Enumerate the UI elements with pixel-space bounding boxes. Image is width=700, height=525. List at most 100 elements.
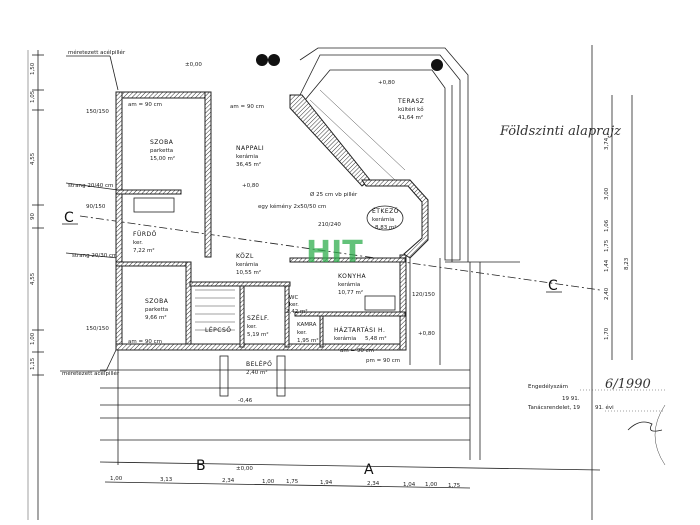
room-name: KONYHA [338,273,366,280]
room-area: 5,48 m² [365,335,387,342]
room-area: 2,42 m² [286,308,308,315]
level-mark: +0,80 [418,331,435,337]
door-note: pm = 90 cm [366,358,400,364]
dim-label: 1,75 [286,479,299,485]
room-floor: ker. [297,330,307,336]
signature [627,421,663,432]
room-wc: WC ker. 2,42 m² [286,295,308,315]
dim-label: 1,00 [30,332,36,345]
terrace: TERASZ kültéri kő 41,64 m² +0,80 [256,47,469,262]
room-area: 1,95 m² [297,337,319,344]
room-name: WC [289,295,298,301]
room-floor: kerámia [372,216,394,223]
dim-label: 1,15 [30,357,36,370]
stamp-seal-edge [654,404,666,466]
dim-label: 1,50 [30,62,36,75]
front-steps [99,350,601,471]
room-floor: kerámia [236,153,258,160]
room-area: 7,22 m² [133,247,155,254]
room-floor: kültéri kő [398,106,424,113]
dim-label: 1,00 [262,479,275,485]
room-floor: ker. [133,240,143,246]
dim-label: 2,40 [604,287,610,300]
dim-label: 1,04 [403,482,416,488]
level-mark: -0,46 [238,398,253,404]
pillar-note: méretezett acélpillér [62,370,120,377]
opening-label: 90/150 [86,204,106,210]
dim-label: 2,34 [367,481,380,487]
dim-label: 1,00 [110,476,123,482]
dim-label: 1,00 [425,482,438,488]
room-name: BELÉPŐ [246,360,272,368]
room-area: 2,40 m² [246,369,268,376]
dim-label: 1,75 [604,239,610,252]
dim-label: 3,13 [160,477,173,483]
room-szoba-2: SZOBA parketta 9,66 m² am = 90 cm [128,298,168,345]
dim-label: 8,23 [624,257,630,270]
room-floor: kerámia [236,261,258,268]
room-floor: kerámia [334,335,356,342]
room-szelfogo: SZÉLF. ker. 5,19 m² [247,314,269,338]
opening-label: 150/150 [86,109,109,115]
room-name: SZÉLF. [247,314,269,322]
stamp-year: 19 91. [562,396,580,402]
room-floor: ker. [289,302,299,308]
section-mark-c: C [548,278,558,294]
section-mark-c: C [64,210,74,226]
room-nappali: NAPPALI kerámia 36,45 m² +0,80 am = 90 c… [185,62,358,228]
left-dimension-chain: 1,50 1,05 4,55 90 4,55 1,00 1,15 [27,50,44,520]
room-area: 41,64 m² [398,114,423,121]
room-name: KAMRA [297,322,317,328]
pillar-note: Ø 25 cm vb pillér [310,191,358,198]
stamp-label: Engedélyszám [528,383,568,390]
dim-label: 4,55 [30,272,36,285]
room-belepo: BELÉPŐ 2,40 m² -0,46 [219,355,286,404]
door-note: am = 90 cm [128,339,162,345]
room-area: 36,45 m² [236,161,261,168]
level-mark: ±0,00 [236,466,253,472]
room-area: 8,83 m² [375,224,397,231]
level-mark: +0,80 [378,80,395,86]
dim-label: 1,05 [30,90,36,103]
room-haztartasi: HÁZTARTÁSI H. kerámia 5,48 m² am = 90 cm… [334,327,435,364]
room-szoba-1: SZOBA parketta 15,00 m² am = 90 cm [128,102,175,162]
room-kamra: KAMRA ker. 1,95 m² [297,322,319,344]
room-konyha: KONYHA kerámia 10,77 m² 120/150 [338,273,435,311]
room-floor: kerámia [338,281,360,288]
section-mark-a: A [364,462,374,478]
room-area: 9,66 m² [145,314,167,321]
opening-label: 120/150 [412,292,435,298]
room-area: 15,00 m² [150,155,175,162]
pillar-note: méretezett acélpillér [68,49,126,56]
room-name: LÉPCSŐ [205,326,231,334]
dim-label: 1,70 [604,327,610,340]
bottom-dimension-chain: 1,00 3,13 2,34 1,00 1,75 1,94 2,34 1,04 … [104,476,471,489]
stamp-value: 91. évi [595,404,614,411]
opening-label: 150/150 [86,326,109,332]
room-name: NAPPALI [236,145,264,152]
room-kozl: KÖZL kerámia 10,55 m² [236,253,261,276]
section-mark-b: B [196,458,206,474]
room-name: SZOBA [150,139,174,146]
level-mark: ±0,00 [185,62,202,68]
room-name: KÖZL [236,253,254,260]
dim-label: 1,44 [604,259,610,272]
stamp-value: 6/1990 [605,377,651,392]
approval-stamp: Engedélyszám 6/1990 19 91. Tanácsrendele… [527,377,666,466]
door-note: am = 90 cm [340,348,374,354]
stamp-label: Tanácsrendelet, 19 [527,404,581,411]
dim-label: 3,00 [604,187,610,200]
room-name: ÉTKEZŐ [372,207,399,215]
dim-label: 2,34 [222,478,235,484]
right-dimension-chain: 3,74 3,00 1,06 1,75 1,44 2,40 1,70 8,23 [591,45,633,520]
room-floor: parketta [150,148,173,154]
door-note: am = 90 cm [230,104,264,110]
room-furdo: FÜRDŐ ker. 7,22 m² [133,197,175,254]
dim-label: 3,74 [604,137,610,150]
right-band: C [409,258,562,460]
chimney-note: egy kémény 2x50/50 cm [258,203,326,210]
level-mark: +0,80 [242,183,259,189]
dim-label: 1,06 [604,219,610,232]
room-name: FÜRDŐ [133,231,157,238]
